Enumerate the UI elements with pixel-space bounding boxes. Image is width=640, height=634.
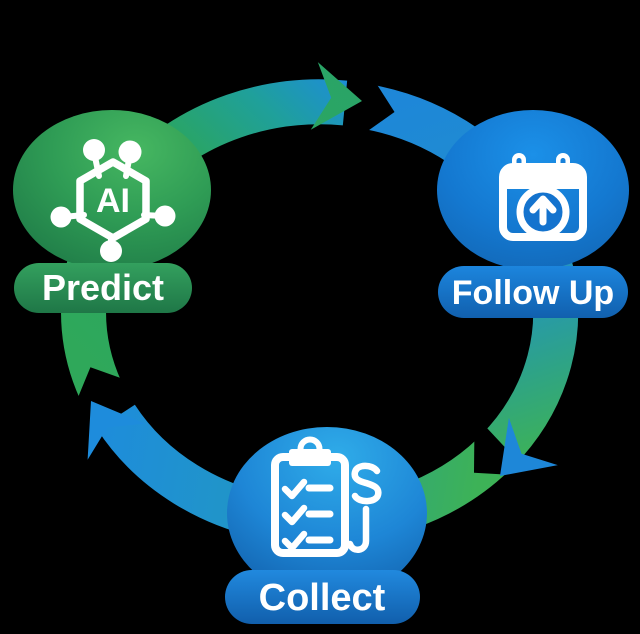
predict-label-pill (14, 263, 192, 313)
predict-bubble (13, 110, 211, 270)
node-follow-up: Follow Up (437, 110, 629, 318)
clipboard-checklist-dollar-icon (271, 436, 382, 557)
arrowhead-to-followup-icon (310, 62, 362, 130)
collect-label-pill (225, 570, 420, 624)
tail-notch-predict-arrow (68, 367, 146, 421)
follow-up-label: Follow Up (452, 274, 614, 312)
arrowhead-to-collect-icon (500, 417, 558, 476)
ai-icon: AI (50, 139, 176, 262)
tail-notch-followup-arrow (347, 63, 395, 146)
node-collect: Collect (225, 427, 427, 624)
follow-up-label-pill (438, 266, 628, 318)
node-predict: AI Predict (13, 110, 211, 313)
arrowhead-to-predict-icon (87, 401, 146, 460)
ai-icon-text: AI (96, 182, 130, 220)
predict-label: Predict (42, 267, 164, 308)
collect-label: Collect (259, 577, 386, 619)
calendar-upload-icon (499, 153, 587, 241)
